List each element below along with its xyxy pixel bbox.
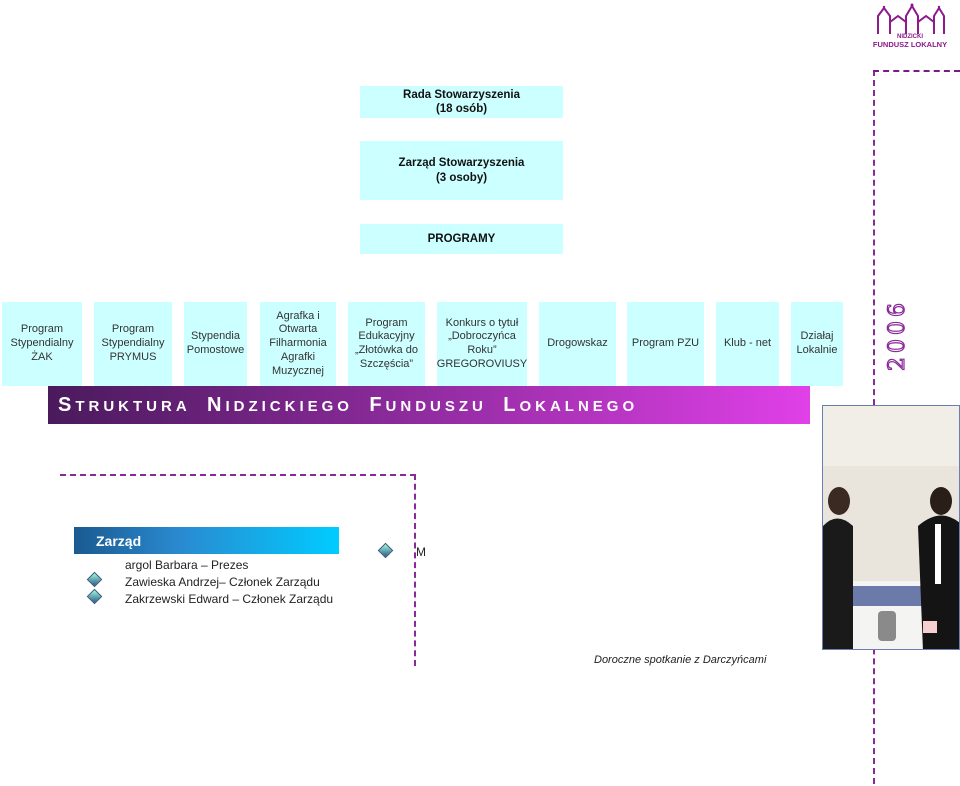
bullet-icon bbox=[86, 571, 103, 588]
programy-box: PROGRAMY bbox=[360, 224, 563, 254]
member-2: Zawieska Andrzej– Członek Zarządu bbox=[125, 575, 320, 589]
zarzad-box: Zarząd Stowarzyszenia (3 osoby) bbox=[360, 141, 563, 200]
program-box-zak: Program Stypendialny ŻAK bbox=[2, 302, 82, 386]
banner-word-4: LOKALNEGO bbox=[503, 393, 639, 416]
year-label: 2006 bbox=[884, 298, 910, 371]
program-box-prymus: Program Stypendialny PRYMUS bbox=[94, 302, 172, 386]
photo-illustration bbox=[823, 406, 959, 649]
banner-word-3: FUNDUSZU bbox=[369, 393, 487, 416]
program-box-dobroczynca: Konkurs o tytuł „Dobroczyńca Roku” GREGO… bbox=[437, 302, 527, 386]
lower-frame-divider bbox=[414, 474, 416, 666]
frame-top-line bbox=[873, 70, 960, 72]
lower-frame-top-line bbox=[60, 474, 416, 476]
program-box-dzialaj: Działaj Lokalnie bbox=[791, 302, 843, 386]
program-box-zlotowka: Program Edukacyjny „Złotówka do Szczęści… bbox=[348, 302, 425, 386]
fundusz-logo bbox=[877, 3, 945, 34]
second-column-fragment: M bbox=[416, 545, 426, 559]
zarzad-header: Zarząd bbox=[74, 527, 339, 554]
logo-line1: NIDZICKI bbox=[897, 34, 923, 40]
year-text: 2006 bbox=[885, 299, 910, 371]
bullet-icon bbox=[377, 542, 394, 559]
program-box-pzu: Program PZU bbox=[627, 302, 704, 386]
program-box-drogowskaz: Drogowskaz bbox=[539, 302, 616, 386]
logo-text: NIDZICKI FUNDUSZ LOKALNY bbox=[870, 34, 950, 49]
donor-meeting-photo bbox=[822, 405, 960, 650]
banner-word-1: STRUKTURA bbox=[58, 393, 191, 416]
rada-box: Rada Stowarzyszenia (18 osób) bbox=[360, 86, 563, 118]
program-box-klub-net: Klub - net bbox=[716, 302, 779, 386]
program-box-agrafka: Agrafka i Otwarta Filharmonia Agrafki Mu… bbox=[260, 302, 336, 386]
member-1: argol Barbara – Prezes bbox=[125, 558, 249, 572]
banner-word-2: NIDZICKIEGO bbox=[207, 393, 353, 416]
logo-line2: FUNDUSZ LOKALNY bbox=[872, 39, 948, 49]
bullet-icon bbox=[86, 588, 103, 605]
program-box-pomostowe: Stypendia Pomostowe bbox=[184, 302, 247, 386]
structure-banner: STRUKTURA NIDZICKIEGO FUNDUSZU LOKALNEGO bbox=[48, 386, 810, 424]
member-3: Zakrzewski Edward – Członek Zarządu bbox=[125, 592, 334, 606]
photo-caption: Doroczne spotkanie z Darczyńcami bbox=[594, 654, 767, 666]
